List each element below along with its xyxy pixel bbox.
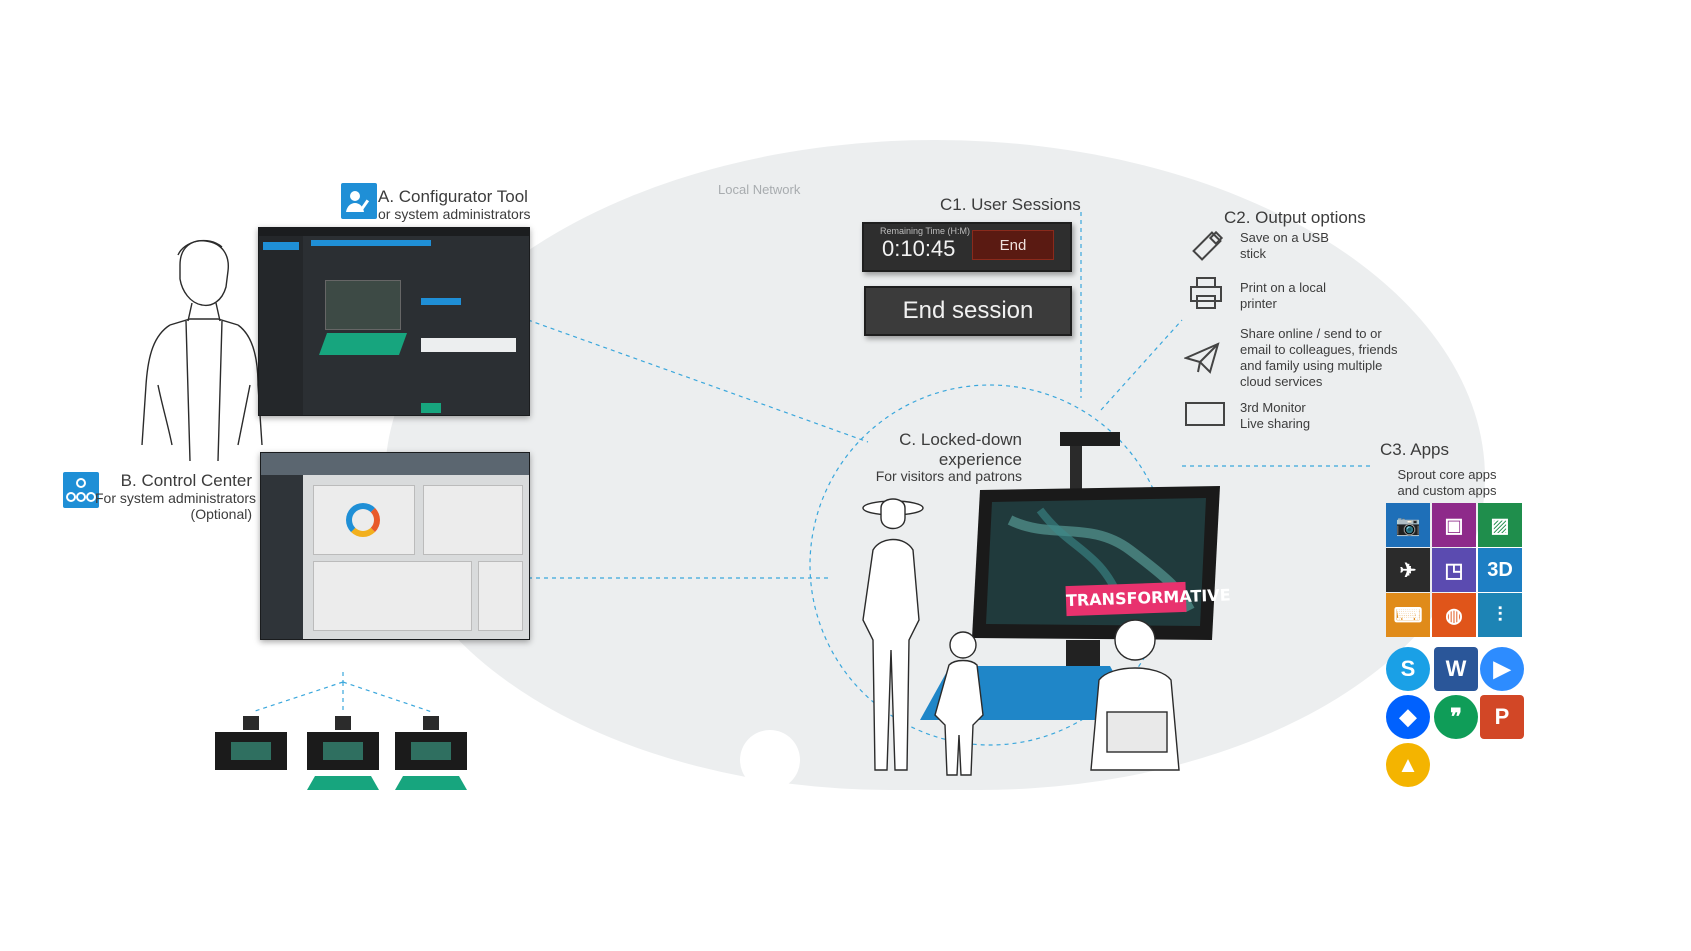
visitors-sketch <box>862 498 1180 776</box>
present-app-icon[interactable]: ▣ <box>1432 503 1476 547</box>
remaining-time-label: Remaining Time (H:M) <box>880 226 971 236</box>
admin-person-sketch <box>141 239 263 462</box>
end-button[interactable]: End <box>972 230 1054 260</box>
camera-app-icon[interactable]: 📷 <box>1386 503 1430 547</box>
rocket-app-icon[interactable]: ✈ <box>1386 548 1430 592</box>
locked-title-line2: experience <box>938 450 1022 469</box>
zoom-icon[interactable]: ▶ <box>1480 647 1524 691</box>
sessions-title: C1. User Sessions <box>940 195 1081 214</box>
output-monitor-line1: 3rd Monitor <box>1240 400 1306 415</box>
output-printer-line2: printer <box>1240 296 1277 311</box>
control-center-title: B. Control Center <box>120 471 252 490</box>
powerpoint-icon[interactable]: P <box>1480 695 1524 739</box>
output-share-line1: Share online / send to or <box>1240 326 1382 341</box>
remaining-time-value: 0:10:45 <box>882 236 956 261</box>
output-usb-line1: Save on a USB <box>1240 230 1329 245</box>
locked-subtitle: For visitors and patrons <box>875 468 1022 484</box>
output-share-line4: cloud services <box>1240 374 1323 389</box>
control-center-screenshot <box>260 452 530 640</box>
drive-icon[interactable]: ▲ <box>1386 743 1430 787</box>
end-session-button[interactable]: End session <box>864 286 1072 336</box>
hangouts-icon[interactable]: ❞ <box>1434 695 1478 739</box>
mixer-app-icon[interactable]: ⫶ <box>1478 593 1522 637</box>
stage-app-icon[interactable]: ◳ <box>1432 548 1476 592</box>
capture3d-app-icon[interactable]: 3D <box>1478 548 1522 592</box>
control-center-subtitle: For system administrators <box>95 490 257 506</box>
output-share-line2: email to colleagues, friends <box>1240 342 1398 357</box>
control-center-note: (Optional) <box>190 506 252 522</box>
usb-stick-icon <box>1192 230 1224 261</box>
cloud-bump <box>740 730 800 790</box>
output-usb-line2: stick <box>1240 246 1266 261</box>
sprout-devices-group <box>215 716 467 790</box>
configurator-subtitle: or system administrators <box>378 206 531 222</box>
printer-icon <box>1190 277 1222 309</box>
apps-subtitle-line1: Sprout core apps <box>1397 467 1497 482</box>
apps-title: C3. Apps <box>1380 440 1449 459</box>
configurator-tool-icon <box>341 183 377 219</box>
apps-subtitle-line2: and custom apps <box>1397 483 1497 498</box>
configurator-screenshot <box>258 227 530 416</box>
control-center-icon <box>63 472 99 508</box>
locked-title: C. Locked-down <box>899 430 1022 449</box>
remaining-time-widget: Remaining Time (H:M) 0:10:45 End <box>862 222 1072 272</box>
planet-app-icon[interactable]: ◍ <box>1432 593 1476 637</box>
configurator-title: A. Configurator Tool <box>378 187 528 206</box>
output-share-line3: and family using multiple <box>1240 358 1383 373</box>
network-label: Local Network <box>718 182 801 197</box>
word-icon[interactable]: W <box>1434 647 1478 691</box>
paper-plane-icon <box>1184 342 1220 374</box>
gallery-app-icon[interactable]: ▨ <box>1478 503 1522 547</box>
skype-icon[interactable]: S <box>1386 647 1430 691</box>
dropbox-icon[interactable]: ◆ <box>1386 695 1430 739</box>
keyboard-app-icon[interactable]: ⌨ <box>1386 593 1430 637</box>
output-title: C2. Output options <box>1224 208 1366 227</box>
monitor-icon <box>1185 402 1225 426</box>
output-monitor-line2: Live sharing <box>1240 416 1311 431</box>
output-printer-line1: Print on a local <box>1240 280 1326 295</box>
